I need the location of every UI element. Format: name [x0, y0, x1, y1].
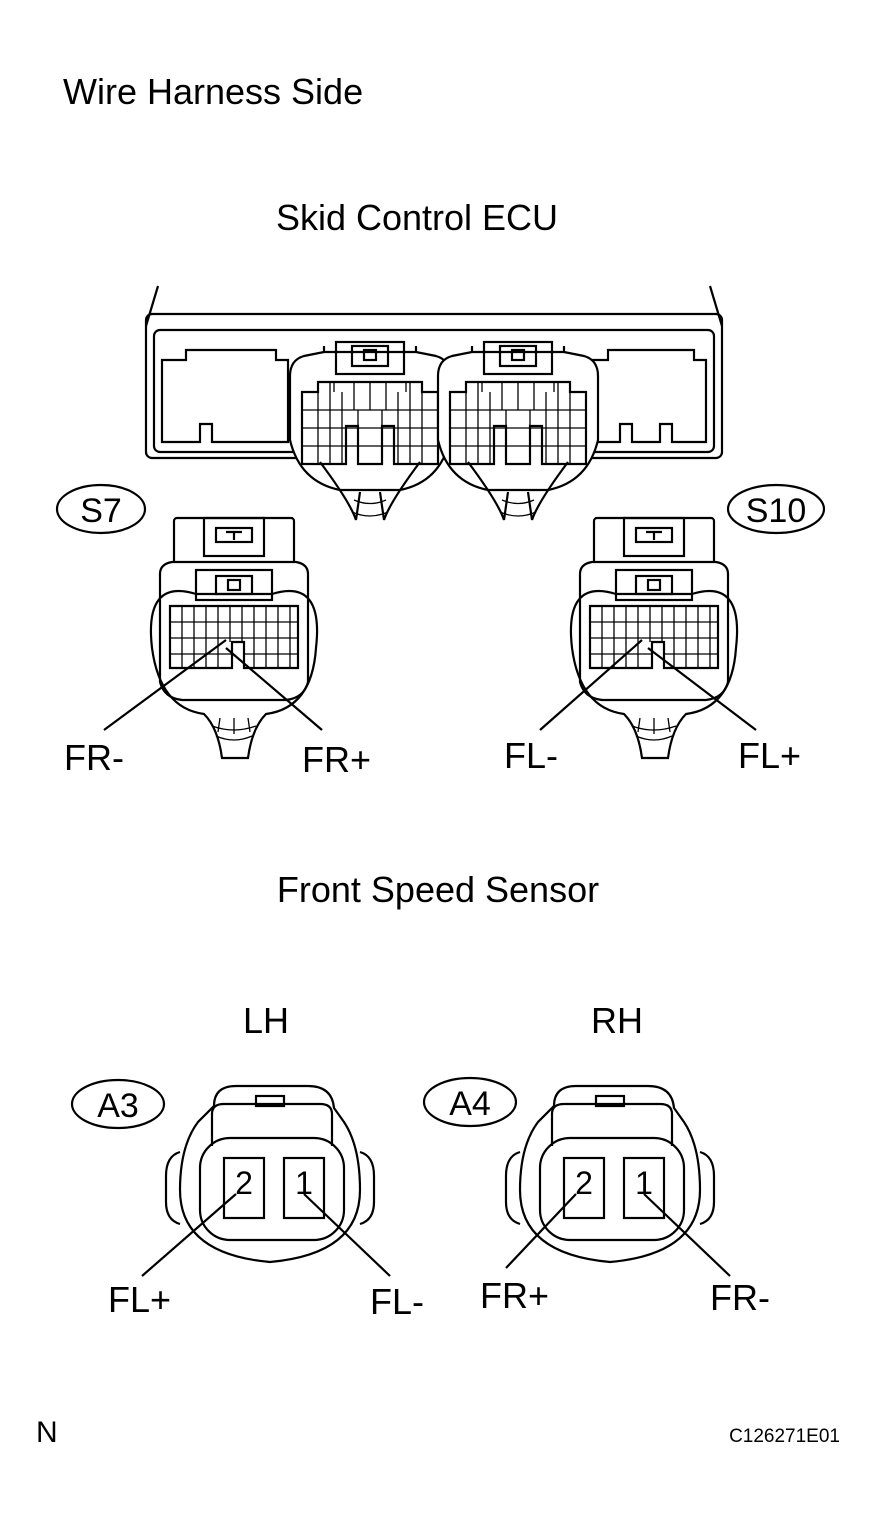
connector-id-badge — [422, 1076, 518, 1128]
connector-id-label: S10 — [746, 492, 807, 530]
page-title: Wire Harness Side — [63, 71, 363, 112]
pin-label-fr-minus: FR- — [710, 1277, 770, 1318]
connector-s10: S10 FL- FL+ — [504, 483, 826, 776]
side-label-lh: LH — [243, 1000, 289, 1041]
connector-id-badge — [70, 1078, 166, 1130]
pin-number-2: 2 — [235, 1165, 253, 1201]
side-label-rh: RH — [591, 1000, 643, 1041]
connector-id-label: S7 — [80, 492, 122, 530]
connector-id-badge — [726, 483, 826, 535]
figure-code: C126271E01 — [729, 1426, 840, 1447]
pin-label-fl-plus: FL+ — [738, 735, 801, 776]
pin-number-1: 1 — [295, 1165, 313, 1201]
ecu-title: Skid Control ECU — [276, 197, 558, 238]
ecu-connector-s7 — [288, 340, 452, 522]
connector-id-badge — [55, 483, 147, 535]
pin-label-fl-plus: FL+ — [108, 1279, 171, 1320]
pin-label-fr-plus: FR+ — [302, 739, 371, 780]
pin-label-fl-minus: FL- — [370, 1281, 424, 1322]
skid-control-ecu — [144, 285, 724, 522]
pin-label-fl-minus: FL- — [504, 735, 558, 776]
sensor-title: Front Speed Sensor — [277, 869, 599, 910]
pin-label-fr-plus: FR+ — [480, 1275, 549, 1316]
pin-number-1: 1 — [635, 1165, 653, 1201]
pin-number-2: 2 — [575, 1165, 593, 1201]
sensor-connector-a4: A4 2 1 FR+ FR- — [422, 1076, 770, 1318]
connector-id-label: A3 — [97, 1087, 139, 1125]
connector-s7: S7 FR- FR+ — [55, 483, 371, 780]
ecu-connector-s10 — [436, 340, 600, 522]
sensor-connector-a3: A3 2 1 FL+ FL- — [70, 1078, 424, 1322]
pin-label-fr-minus: FR- — [64, 737, 124, 778]
north-marker: N — [36, 1416, 58, 1449]
connector-id-label: A4 — [449, 1085, 491, 1123]
